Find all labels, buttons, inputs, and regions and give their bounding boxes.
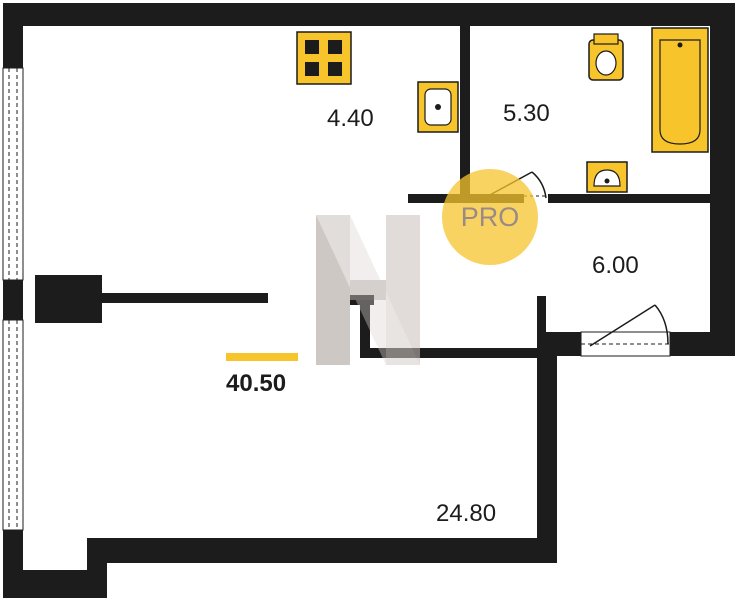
hall-door-jamb (537, 296, 546, 336)
washbasin-icon (586, 161, 628, 193)
pro-badge-text: PRO (460, 201, 520, 232)
left-wall-mid (3, 280, 23, 320)
total-area-label: 40.50 (226, 370, 287, 397)
bathtub-icon (651, 27, 709, 153)
toilet-icon (588, 33, 624, 81)
door-icon (580, 304, 671, 357)
corridor-wall-vertical (360, 300, 370, 358)
stove-icon (296, 31, 352, 85)
walls (3, 3, 735, 598)
window-icon (2, 67, 24, 531)
living-divider-wall (100, 293, 268, 303)
kitchen-area-label: 4.40 (327, 105, 374, 132)
right-wall (710, 3, 735, 355)
corridor-wall-horizontal (360, 348, 540, 358)
sink-icon (417, 81, 459, 133)
column-block (35, 275, 102, 323)
top-wall (3, 3, 735, 26)
hall-bottom-wall-right (670, 332, 735, 356)
kitchen-bath-partition (460, 26, 470, 196)
pro-badge: PRO (442, 169, 538, 265)
watermark-logo-icon (316, 215, 420, 365)
living-area-label: 24.80 (436, 500, 497, 527)
total-area-underline (226, 353, 298, 361)
right-lower-wall (537, 338, 557, 563)
bottom-left-wall (3, 570, 107, 598)
left-wall-upper (3, 3, 23, 68)
hallway-area-label: 6.00 (592, 252, 639, 279)
bath-hall-wall-right (548, 194, 712, 203)
bottom-wall (87, 538, 555, 563)
bathroom-area-label: 5.30 (503, 100, 550, 127)
